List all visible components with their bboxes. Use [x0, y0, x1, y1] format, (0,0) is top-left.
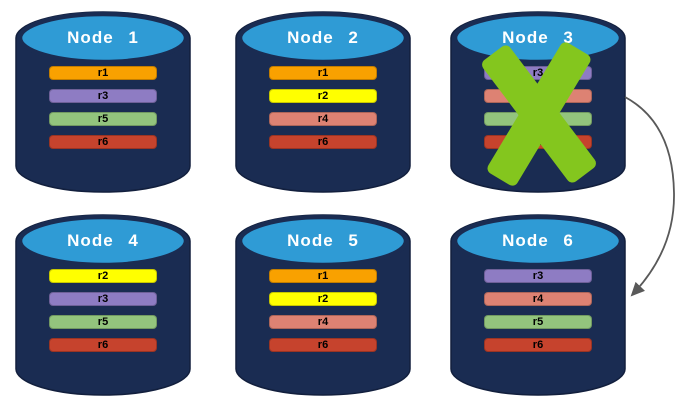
replica-row: r1: [49, 66, 157, 80]
replica-label: r2: [317, 89, 329, 102]
replica-row: r4: [484, 292, 592, 306]
node-6: Node 6 r3 r4 r5 r6: [448, 210, 628, 400]
replica-row: r4: [269, 112, 377, 126]
replica-row: r6: [484, 338, 592, 352]
replica-label: r4: [317, 315, 329, 328]
node-5: Node 5 r1 r2 r4 r6: [233, 210, 413, 400]
replica-label: r6: [97, 135, 109, 148]
replica-label: r3: [97, 292, 109, 305]
replica-label: r1: [97, 66, 109, 79]
replica-row: r3: [49, 89, 157, 103]
replica-list: r3 r4 r5 r6: [484, 269, 592, 352]
node-label: Node 3: [502, 28, 574, 47]
failure-x-icon: [482, 42, 596, 186]
replica-label: r5: [97, 112, 109, 125]
replica-label: r2: [97, 269, 109, 282]
replica-row: r3: [49, 292, 157, 306]
node-label: Node 1: [67, 28, 139, 47]
replica-row: r3: [484, 269, 592, 283]
replica-label: r6: [317, 135, 329, 148]
node-2: Node 2 r1 r2 r4 r6: [233, 7, 413, 197]
replica-label: r3: [97, 89, 109, 102]
x-bar: [487, 42, 591, 186]
replica-row: r4: [269, 315, 377, 329]
cylinder-top: [17, 11, 189, 65]
node-3: Node 3 r3 r4 r5 r6: [448, 7, 628, 197]
node-1: Node 1 r1 r3 r5 r6: [13, 7, 193, 197]
arrow-curve: [624, 96, 675, 297]
replica-row: r5: [484, 315, 592, 329]
replica-label: r6: [317, 338, 329, 351]
replica-label: r5: [97, 315, 109, 328]
replica-label: r6: [532, 338, 544, 351]
replica-row: r6: [269, 338, 377, 352]
node-label: Node 4: [67, 231, 139, 250]
cylinder-top: [17, 214, 189, 268]
node-label: Node 5: [287, 231, 359, 250]
replica-label: r5: [532, 315, 544, 328]
replica-list: r1 r2 r4 r6: [269, 66, 377, 149]
replica-list: r1 r2 r4 r6: [269, 269, 377, 352]
replica-row: r5: [49, 315, 157, 329]
replica-list: r2 r3 r5 r6: [49, 269, 157, 352]
replica-label: r4: [317, 112, 329, 125]
replica-row: r1: [269, 66, 377, 80]
cylinder-top: [452, 214, 624, 268]
node-label: Node 2: [287, 28, 359, 47]
replica-label: r1: [317, 66, 329, 79]
replica-row: r2: [49, 269, 157, 283]
replica-label: r4: [532, 292, 544, 305]
replica-row: r6: [269, 135, 377, 149]
replica-label: r1: [317, 269, 329, 282]
replica-row: r5: [49, 112, 157, 126]
replica-list: r1 r3 r5 r6: [49, 66, 157, 149]
node-4: Node 4 r2 r3 r5 r6: [13, 210, 193, 400]
cylinder-top: [237, 214, 409, 268]
node-label: Node 6: [502, 231, 574, 250]
replica-label: r2: [317, 292, 329, 305]
replica-row: r6: [49, 338, 157, 352]
replica-row: r1: [269, 269, 377, 283]
replica-label: r3: [532, 66, 544, 79]
replica-row: r6: [49, 135, 157, 149]
replica-row: r2: [269, 292, 377, 306]
replica-row: r2: [269, 89, 377, 103]
cylinder-top: [237, 11, 409, 65]
replica-label: r3: [532, 269, 544, 282]
replica-label: r6: [97, 338, 109, 351]
